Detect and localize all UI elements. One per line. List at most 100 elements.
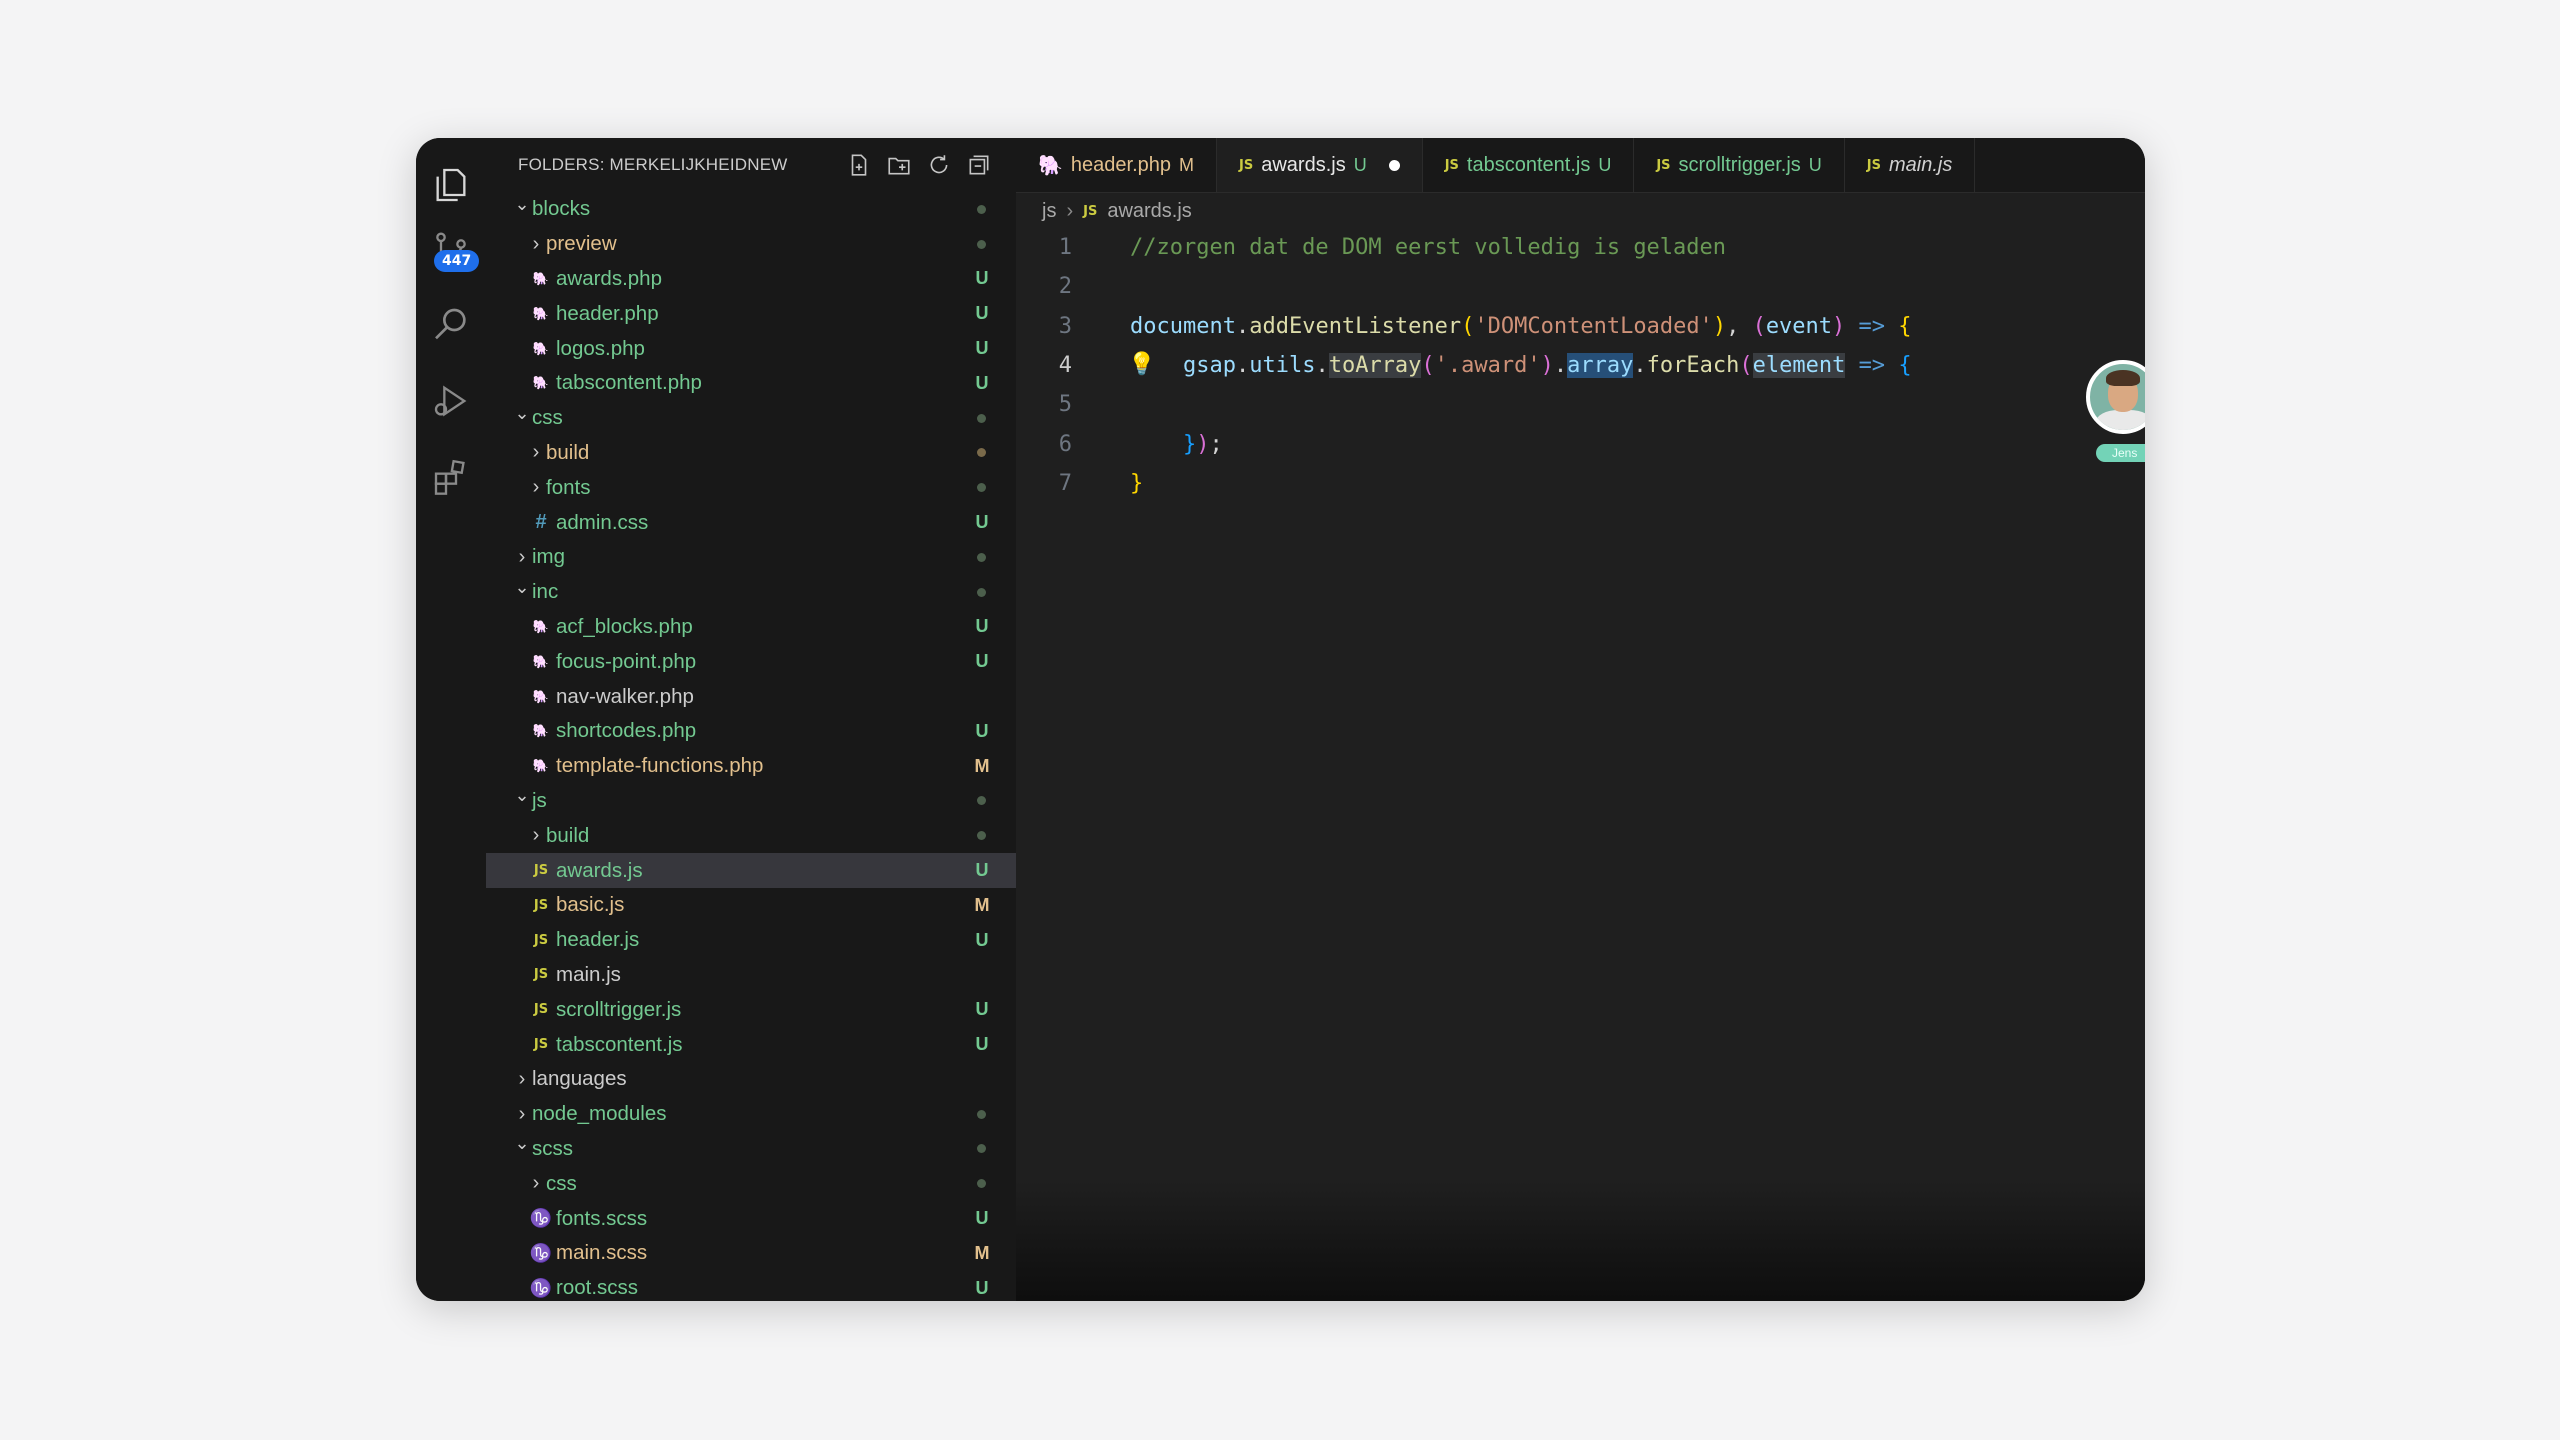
tab-label: main.js: [1889, 153, 1953, 176]
chevron-right-icon: ›: [532, 824, 540, 847]
breadcrumb-folder[interactable]: js: [1042, 199, 1057, 222]
explorer-header: FOLDERS: MERKELIJKHEIDNEW: [486, 138, 1016, 192]
tree-folder[interactable]: ⌄js: [486, 784, 1016, 819]
code-line: 4 💡 gsap.utils.toArray('.award').array.f…: [1016, 346, 2145, 385]
git-status-badge: U: [975, 999, 989, 1020]
tree-folder[interactable]: › node_modules: [486, 1097, 1016, 1132]
git-status-badge: U: [975, 929, 989, 950]
tree-item-label: blocks: [532, 197, 591, 221]
collaborator-avatar[interactable]: [2086, 360, 2145, 434]
tree-folder[interactable]: ›build: [486, 818, 1016, 853]
tree-folder[interactable]: ›build: [486, 436, 1016, 471]
chevron-down-icon: ⌄: [514, 785, 530, 806]
git-status-dot: [977, 587, 986, 597]
tree-folder[interactable]: ⌄scss: [486, 1132, 1016, 1167]
new-folder-icon[interactable]: [886, 152, 912, 178]
tree-file[interactable]: JS scrolltrigger.js U: [486, 992, 1016, 1027]
tab-git-status: M: [1179, 154, 1195, 175]
js-file-icon: JS: [533, 1002, 549, 1018]
tree-folder[interactable]: ⌄css: [486, 401, 1016, 436]
tree-item-label: shortcodes.php: [556, 719, 697, 743]
code-token: toArray: [1328, 353, 1422, 379]
js-file-icon: JS: [1083, 203, 1098, 219]
tree-item-label: build: [546, 440, 590, 464]
code-editor[interactable]: 1 //zorgen dat de DOM eerst volledig is …: [1016, 228, 2145, 503]
tab-git-status: U: [1598, 154, 1612, 175]
bottom-fade: [1016, 1181, 2145, 1301]
tree-item-label: root.scss: [556, 1276, 639, 1300]
search-icon[interactable]: [428, 302, 474, 348]
run-debug-icon[interactable]: [428, 378, 474, 424]
breadcrumb-file[interactable]: awards.js: [1107, 199, 1192, 222]
tree-folder[interactable]: ›fonts: [486, 470, 1016, 505]
php-file-icon: 🐘: [532, 618, 550, 634]
git-status-dot: [977, 552, 986, 562]
git-status-badge: U: [975, 268, 989, 289]
tree-folder[interactable]: ›preview: [486, 227, 1016, 262]
unsaved-dot-icon[interactable]: [1388, 159, 1400, 171]
refresh-icon[interactable]: [926, 152, 952, 178]
tree-folder[interactable]: ⌄blocks: [486, 192, 1016, 227]
chevron-down-icon: ⌄: [514, 576, 530, 597]
extensions-icon[interactable]: [428, 454, 474, 500]
tab-label: header.php: [1070, 153, 1172, 176]
tree-item-label: template-functions.php: [556, 754, 764, 778]
git-status-badge: M: [974, 1242, 990, 1263]
tree-item-label: fonts: [546, 475, 591, 499]
files-icon[interactable]: [428, 162, 474, 208]
code-token: addEventListener: [1249, 313, 1462, 339]
collapse-all-icon[interactable]: [966, 152, 992, 178]
chevron-right-icon: ›: [518, 1102, 526, 1125]
js-file-icon: JS: [533, 863, 549, 879]
tree-folder[interactable]: ⌄inc: [486, 575, 1016, 610]
tree-item-label: acf_blocks.php: [556, 614, 693, 638]
git-status-badge: U: [975, 338, 989, 359]
code-token: element: [1752, 353, 1846, 379]
tree-folder[interactable]: ›languages: [486, 1062, 1016, 1097]
code-line: 2: [1016, 267, 2145, 306]
git-status-dot: [977, 831, 986, 841]
tree-item-label: fonts.scss: [556, 1206, 648, 1230]
vscode-window: 447 FOLDERS: MERKELIJKHEIDNEW ⌄blocks›pr…: [416, 138, 2145, 1301]
code-token: 'DOMContentLoaded': [1474, 313, 1713, 339]
chevron-right-icon: ›: [518, 545, 526, 568]
js-file-icon: JS: [1656, 157, 1671, 173]
tree-item-label: awards.js: [556, 858, 643, 882]
tree-folder[interactable]: ›css: [486, 1166, 1016, 1201]
tree-folder[interactable]: ›img: [486, 540, 1016, 575]
lightbulb-icon[interactable]: 💡: [1128, 351, 1156, 377]
tree-item-label: main.scss: [556, 1241, 648, 1265]
git-status-badge: U: [975, 372, 989, 393]
tree-file[interactable]: 🐘nav-walker.php: [486, 679, 1016, 714]
tab-label: tabscontent.js: [1466, 153, 1591, 176]
git-status-badge: U: [975, 512, 989, 533]
line-number: 4: [1058, 353, 1072, 379]
tree-item-label: scrolltrigger.js: [556, 997, 682, 1021]
new-file-icon[interactable]: [846, 152, 872, 178]
git-status-badge: M: [974, 894, 990, 915]
tree-item-label: node_modules: [532, 1102, 667, 1126]
